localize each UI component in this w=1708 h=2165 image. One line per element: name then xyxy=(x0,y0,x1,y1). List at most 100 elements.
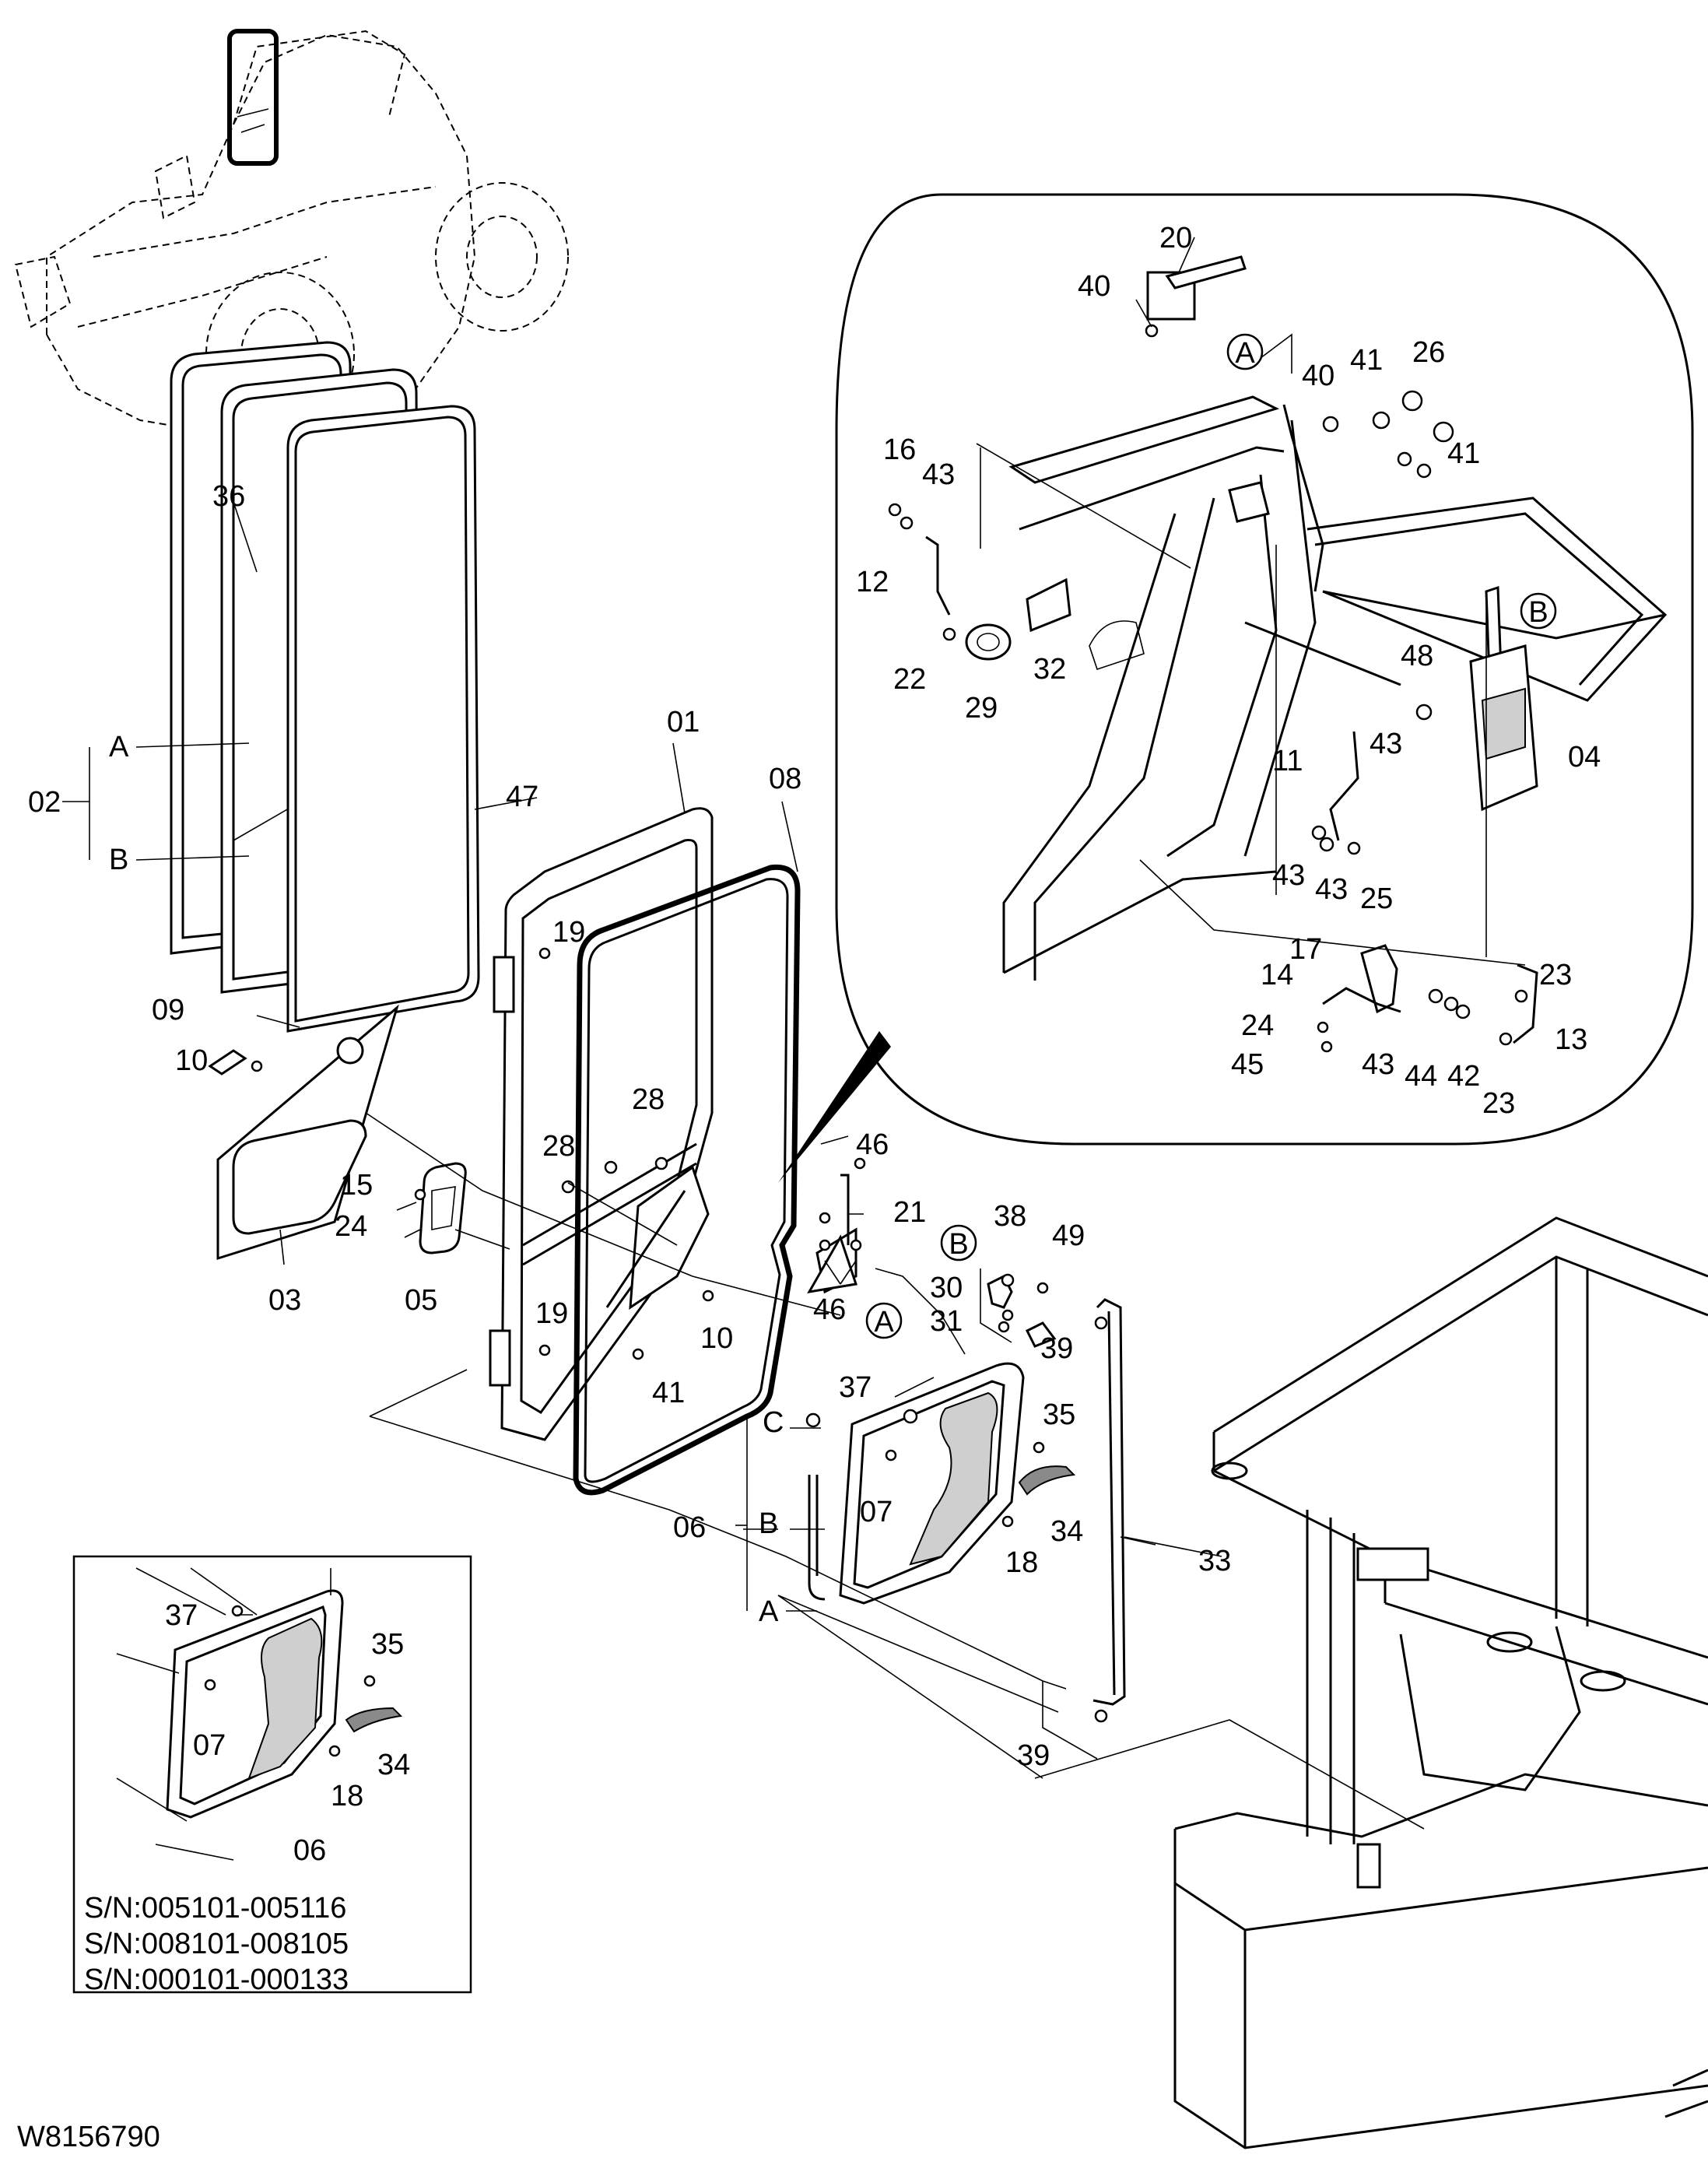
label-47: 47 xyxy=(506,781,538,813)
label-42: 42 xyxy=(1447,1060,1480,1093)
label-20: 20 xyxy=(1159,222,1192,254)
inset-label-34: 34 xyxy=(377,1749,410,1781)
glass-panes xyxy=(170,341,480,1033)
label-37: 37 xyxy=(839,1371,872,1404)
label-21: 21 xyxy=(893,1196,926,1229)
label-43-top: 43 xyxy=(922,458,955,491)
reference-circle-b-main: B xyxy=(940,1224,977,1261)
label-24-detail: 24 xyxy=(1241,1009,1274,1042)
label-03: 03 xyxy=(268,1284,301,1317)
detail-view-circle xyxy=(778,193,1694,1183)
label-31: 31 xyxy=(930,1305,963,1338)
serial-note-3: S/N:000101-000133 xyxy=(84,1963,349,1996)
detail-pointer xyxy=(778,1031,891,1183)
leader-lines xyxy=(62,237,1526,1830)
label-08: 08 xyxy=(769,763,801,795)
label-25: 25 xyxy=(1360,882,1393,915)
label-17: 17 xyxy=(1289,933,1322,966)
label-43-rod-left: 43 xyxy=(1272,859,1305,892)
label-10-left: 10 xyxy=(175,1044,208,1077)
label-41-detail-right: 41 xyxy=(1447,437,1480,470)
label-39-top: 39 xyxy=(1040,1332,1073,1365)
reference-letter: B xyxy=(1528,596,1548,629)
inset-label-18: 18 xyxy=(331,1780,363,1812)
label-35: 35 xyxy=(1043,1398,1075,1431)
reference-letter: B xyxy=(949,1228,968,1261)
label-46-bottom: 46 xyxy=(813,1293,846,1326)
label-28-right: 28 xyxy=(632,1083,665,1116)
reference-circle-a-detail: A xyxy=(1226,333,1264,370)
label-36: 36 xyxy=(212,480,245,513)
cab-frame xyxy=(1173,1216,1708,2149)
label-48: 48 xyxy=(1401,640,1433,672)
label-43-rod-right: 43 xyxy=(1315,873,1348,906)
label-43-latch: 43 xyxy=(1370,728,1402,760)
label-06: 06 xyxy=(673,1511,706,1544)
label-49: 49 xyxy=(1052,1219,1085,1252)
inset-label-37: 37 xyxy=(165,1599,198,1632)
part-number-labels: 36 02 A B 47 09 10 03 15 24 05 01 08 19 … xyxy=(28,222,1601,1867)
label-41-door: 41 xyxy=(652,1377,685,1409)
label-12: 12 xyxy=(856,566,889,598)
label-04: 04 xyxy=(1568,741,1601,774)
label-43-bottom: 43 xyxy=(1362,1048,1394,1081)
label-01: 01 xyxy=(667,706,700,739)
label-06-b: B xyxy=(759,1507,778,1540)
label-23-bottom: 23 xyxy=(1482,1087,1515,1120)
label-09: 09 xyxy=(152,994,184,1026)
label-41-detail-top: 41 xyxy=(1350,344,1383,377)
label-16: 16 xyxy=(883,433,916,466)
label-10-door: 10 xyxy=(700,1322,733,1355)
reference-letter: A xyxy=(1235,337,1255,370)
label-18: 18 xyxy=(1005,1546,1038,1579)
serial-note-2: S/N:008101-008105 xyxy=(84,1928,349,1960)
reference-circle-b-detail: B xyxy=(1520,592,1557,630)
label-32: 32 xyxy=(1033,653,1066,686)
inset-label-35: 35 xyxy=(371,1628,404,1661)
serial-note-1: S/N:005101-005116 xyxy=(84,1892,346,1925)
inset-early-serial xyxy=(72,1555,472,1994)
label-11: 11 xyxy=(1272,745,1303,777)
label-19-top: 19 xyxy=(552,916,585,949)
label-23-top: 23 xyxy=(1539,959,1572,991)
main-view-fasteners xyxy=(251,947,1108,1723)
label-02-a: A xyxy=(109,731,129,763)
serial-notes: S/N:005101-005116 S/N:008101-008105 S/N:… xyxy=(84,1892,349,1996)
label-19-bottom: 19 xyxy=(535,1297,568,1330)
door-frame-01 xyxy=(489,807,714,1441)
label-26: 26 xyxy=(1412,336,1445,369)
label-06-c: C xyxy=(763,1406,784,1439)
side-window-03 xyxy=(208,1004,399,1261)
label-29: 29 xyxy=(965,692,998,725)
label-07: 07 xyxy=(860,1496,893,1528)
inset-label-07: 07 xyxy=(193,1729,226,1762)
figure-id: W8156790 xyxy=(17,2121,160,2153)
label-46-top: 46 xyxy=(856,1128,889,1161)
reference-circle-a-main: A xyxy=(865,1302,903,1339)
label-05: 05 xyxy=(405,1284,437,1317)
label-38: 38 xyxy=(994,1200,1026,1233)
label-39-bottom: 39 xyxy=(1017,1739,1050,1772)
label-40-top: 40 xyxy=(1078,270,1110,303)
label-15: 15 xyxy=(340,1169,373,1202)
label-30: 30 xyxy=(930,1272,963,1304)
label-14: 14 xyxy=(1261,959,1293,991)
reference-letter: A xyxy=(874,1306,894,1339)
label-44: 44 xyxy=(1405,1060,1437,1093)
door-trim-panel-06 xyxy=(808,1362,1025,1605)
label-40-right: 40 xyxy=(1302,360,1334,392)
label-02: 02 xyxy=(28,786,61,819)
door-seal-08 xyxy=(573,864,801,1496)
label-28-left: 28 xyxy=(542,1130,575,1163)
label-24-left: 24 xyxy=(335,1210,367,1243)
label-13: 13 xyxy=(1555,1023,1587,1056)
label-34: 34 xyxy=(1050,1515,1083,1548)
label-22: 22 xyxy=(893,663,926,696)
inset-label-06: 06 xyxy=(293,1834,326,1867)
label-02-b: B xyxy=(109,844,128,876)
label-33: 33 xyxy=(1198,1545,1231,1577)
label-06-a: A xyxy=(759,1595,779,1628)
label-45: 45 xyxy=(1231,1048,1264,1081)
